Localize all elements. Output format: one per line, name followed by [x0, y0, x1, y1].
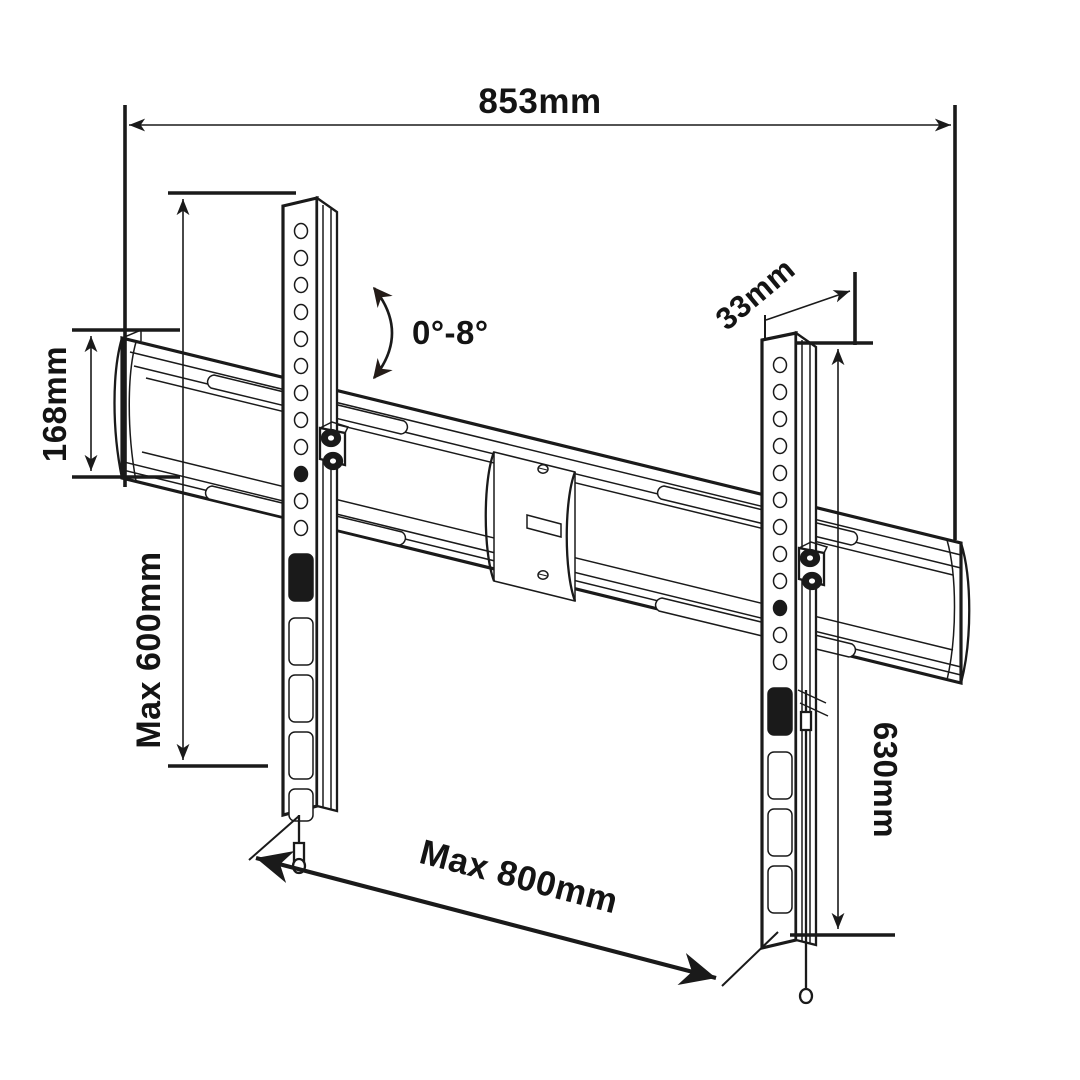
left-rail-hole: [293, 303, 309, 321]
dim-800-ext-left: [248, 815, 300, 861]
dimension-wall-depth: 33mm: [709, 251, 857, 345]
right-rail-slot: [767, 865, 793, 914]
center-plate-screw-top-slot: [538, 467, 548, 471]
left-rail-top-edge: [282, 196, 318, 208]
dim-630-label: 630mm: [867, 722, 904, 838]
right-rail-hole: [772, 383, 788, 401]
left-knuckle-bolt-lower-hole: [328, 457, 338, 465]
right-rail-top-edge: [761, 331, 797, 342]
tilt-angle-label: 0°-8°: [412, 314, 489, 351]
right-rail-hole: [772, 410, 788, 428]
dimension-plate-height: 168mm: [36, 328, 180, 479]
wall-plate-left-endcap: [113, 337, 124, 479]
right-rail-hole: [772, 464, 788, 482]
dimension-overall-width: 853mm: [123, 82, 957, 540]
left-rail-hole: [293, 519, 309, 537]
right-rail-hole: [772, 599, 788, 617]
right-rail-lock-knuckle: [797, 541, 829, 591]
right-cord-ring: [798, 987, 814, 1005]
dim-168-label: 168mm: [36, 346, 73, 462]
right-knuckle-bolt-lower-hole: [807, 577, 817, 585]
left-knuckle-top: [319, 421, 350, 434]
left-rail-slot: [288, 731, 314, 780]
left-rail-slot: [288, 553, 314, 602]
wall-plate-left-endcap-inner: [128, 341, 137, 482]
dimension-max-vesa-width: Max 800mm: [248, 815, 779, 987]
right-rail-hole-column: [772, 356, 788, 671]
dim-600-label: Max 600mm: [130, 551, 168, 748]
left-rail-hole: [293, 411, 309, 429]
right-rail-hole: [772, 653, 788, 671]
left-rail-hole: [293, 465, 309, 483]
center-plate-cutout: [526, 514, 562, 538]
dim-800-line: [255, 850, 717, 986]
right-cord-tie-b: [797, 689, 827, 704]
dim-800-ext-right: [721, 931, 779, 987]
right-rail-slot: [767, 751, 793, 800]
dimension-rail-height: 630mm: [790, 341, 904, 937]
right-rail-hole: [772, 356, 788, 374]
center-mounting-plate: [484, 451, 577, 602]
left-rail-slot: [288, 617, 314, 666]
dimension-tilt-angle: 0°-8°: [372, 286, 489, 380]
right-rail-slot: [767, 687, 793, 736]
right-rail-hole: [772, 545, 788, 563]
left-vertical-tv-rail: [281, 195, 350, 875]
right-rail-hole: [772, 572, 788, 590]
wall-plate-top-inner: [129, 351, 962, 556]
left-rail-side: [315, 195, 339, 813]
right-rail-hole: [772, 491, 788, 509]
left-rail-hole: [293, 438, 309, 456]
center-plate-left-fold: [484, 451, 496, 582]
right-rail-slot: [767, 808, 793, 857]
dim-33-line: [765, 290, 851, 321]
right-rail-hole: [772, 437, 788, 455]
left-rail-hole: [293, 357, 309, 375]
left-rail-lock-knuckle: [318, 421, 350, 471]
right-rail-hole: [772, 626, 788, 644]
horizontal-wall-plate: [113, 328, 971, 686]
left-rail-hole: [293, 492, 309, 510]
left-rail-hole: [293, 276, 309, 294]
wall-plate-top-edge: [121, 336, 962, 545]
left-rail-hole: [293, 330, 309, 348]
right-cord-sleeve: [799, 710, 813, 732]
right-rail-slot-column: [767, 687, 793, 914]
left-rail-slot: [288, 674, 314, 723]
tilt-angle-arc: [372, 286, 394, 380]
center-plate-screw-bottom-slot: [538, 573, 548, 577]
left-rail-hole-column: [293, 222, 309, 537]
dimension-max-vesa-height: Max 600mm: [130, 191, 296, 768]
right-knuckle-bolt-upper-hole: [805, 554, 815, 562]
right-cord-tie-a: [799, 702, 829, 717]
left-knuckle-bolt-upper-hole: [326, 434, 336, 442]
left-rail-slot: [288, 788, 314, 822]
left-rail-hole: [293, 222, 309, 240]
dim-33-label: 33mm: [709, 251, 802, 337]
right-pull-cord-release: [797, 689, 829, 1005]
right-rail-hole: [772, 518, 788, 536]
center-plate-right-fold: [565, 471, 577, 602]
left-rail-hole: [293, 249, 309, 267]
right-knuckle-top: [798, 541, 829, 554]
right-vertical-tv-rail: [760, 330, 829, 1005]
dim-853-label: 853mm: [478, 82, 601, 121]
wall-plate-right-endcap: [959, 542, 971, 684]
wall-plate-right-endcap-inner: [946, 539, 956, 681]
left-rail-slot-column: [288, 553, 314, 822]
left-pull-cord-release: [291, 815, 307, 875]
left-rail-hole: [293, 384, 309, 402]
